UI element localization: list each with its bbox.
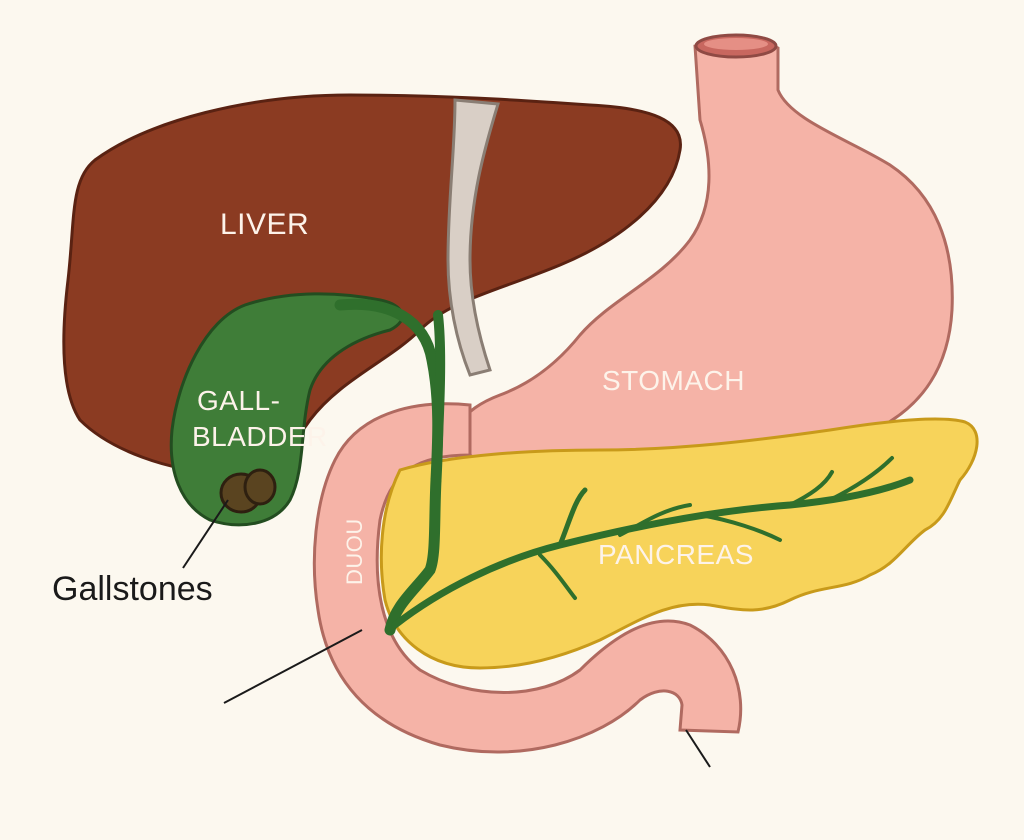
duodenum-leader-line [223, 629, 363, 704]
pancreas [379, 417, 979, 670]
pancreatic-branch-2 [618, 503, 692, 537]
common-bile-duct [384, 474, 442, 636]
pancreatic-branch-6 [538, 553, 577, 600]
pancreatic-branch-3 [698, 513, 782, 542]
intestine-leader-line [685, 729, 711, 768]
gallstones-callout-label: Gallstones [52, 570, 213, 608]
liver-label: LIVER [220, 208, 309, 241]
pancreatic-branch-4 [788, 470, 834, 507]
gallbladder-label-line1: GALL- [197, 385, 280, 416]
gallstones [219, 468, 277, 514]
duodenum-label: DUOU [342, 518, 367, 585]
gallstones-leader-line [182, 499, 229, 569]
bile-duct-system [334, 298, 914, 636]
pancreatic-branch-1 [557, 487, 588, 548]
gallbladder-label-line2: BLADDER [192, 421, 328, 452]
stomach-label: STOMACH [602, 365, 745, 396]
esophagus-rim [704, 38, 768, 50]
pancreas-label: PANCREAS [598, 539, 754, 570]
pancreatic-duct [391, 476, 914, 629]
pancreatic-branch-5 [828, 456, 894, 502]
gallbladder [169, 292, 404, 527]
gallstone [243, 468, 277, 506]
hepatic-duct [431, 310, 446, 485]
liver-ligament [446, 98, 500, 377]
